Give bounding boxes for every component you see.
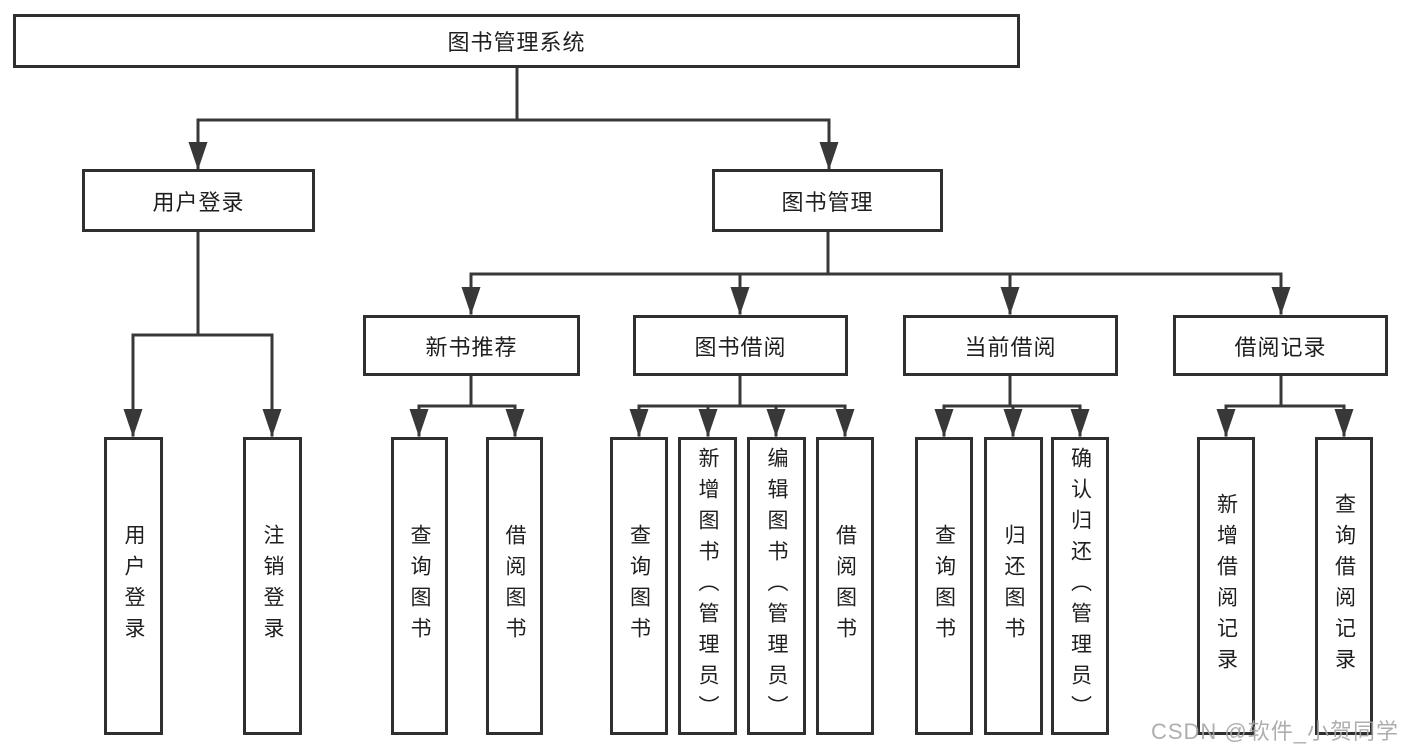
- node-label: 注销登录: [261, 524, 284, 648]
- node-user-login: 用户登录: [82, 169, 315, 232]
- node-label: 用户登录: [122, 524, 145, 648]
- node-label: 新书推荐: [425, 334, 518, 360]
- node-library-management-system: 图书管理系统: [13, 14, 1020, 68]
- node-label: 查询图书: [408, 524, 431, 648]
- csdn-watermark: CSDN @软件_小贺同学: [1150, 719, 1399, 744]
- leaf-edit-books-admin: 编辑图书（管理员）: [747, 437, 806, 735]
- node-label: 查询借阅记录: [1332, 493, 1356, 679]
- node-label: 编辑图书（管理员）: [765, 446, 788, 726]
- node-label: 确认归还（管理员）: [1068, 446, 1092, 726]
- node-label: 新增借阅记录: [1214, 493, 1238, 679]
- leaf-user-login: 用户登录: [104, 437, 163, 735]
- node-label: 图书管理: [781, 189, 874, 215]
- leaf-query-books-current: 查询图书: [915, 437, 973, 735]
- node-book-management: 图书管理: [712, 169, 943, 232]
- leaf-borrow-books: 借阅图书: [816, 437, 874, 735]
- node-label: 借阅记录: [1234, 334, 1327, 360]
- leaf-query-books-recommend: 查询图书: [391, 437, 448, 735]
- node-label: 图书借阅: [694, 334, 787, 360]
- node-label: 借阅图书: [503, 524, 526, 648]
- node-label: 归还图书: [1002, 524, 1025, 648]
- leaf-add-borrow-record: 新增借阅记录: [1197, 437, 1255, 735]
- node-new-book-recommendation: 新书推荐: [363, 315, 580, 376]
- node-book-borrowing: 图书借阅: [633, 315, 848, 376]
- node-borrowing-records: 借阅记录: [1173, 315, 1388, 376]
- node-label: 查询图书: [627, 524, 651, 648]
- leaf-confirm-return-admin: 确认归还（管理员）: [1051, 437, 1109, 735]
- node-label: 用户登录: [152, 189, 245, 215]
- leaf-add-books-admin: 新增图书（管理员）: [678, 437, 737, 735]
- node-label: 新增图书（管理员）: [696, 446, 719, 726]
- leaf-return-books: 归还图书: [984, 437, 1043, 735]
- node-label: 当前借阅: [964, 334, 1057, 360]
- node-label: 借阅图书: [833, 524, 857, 648]
- leaf-logout: 注销登录: [243, 437, 302, 735]
- node-label: 查询图书: [932, 524, 956, 648]
- leaf-borrow-books-recommend: 借阅图书: [486, 437, 543, 735]
- leaf-query-borrow-record: 查询借阅记录: [1315, 437, 1373, 735]
- node-label: 图书管理系统: [447, 30, 586, 55]
- node-current-borrowing: 当前借阅: [903, 315, 1118, 376]
- leaf-query-books-borrowing: 查询图书: [610, 437, 668, 735]
